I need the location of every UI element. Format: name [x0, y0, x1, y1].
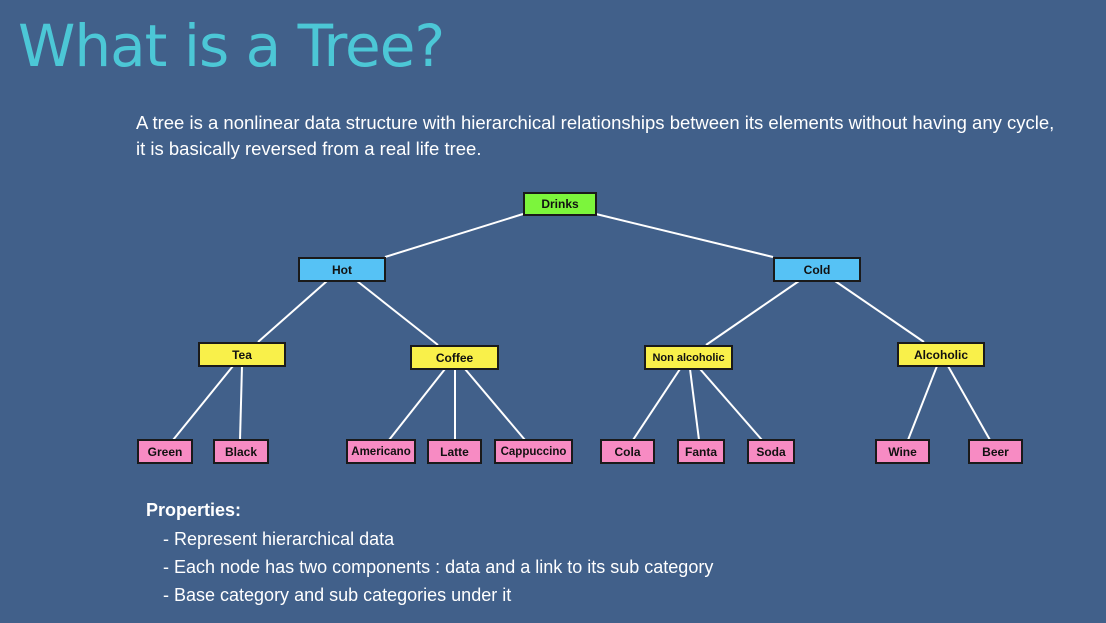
node-non-alcoholic: Non alcoholic: [644, 345, 733, 370]
leaf-americano: Americano: [346, 439, 416, 464]
node-drinks: Drinks: [523, 192, 597, 216]
property-item: - Represent hierarchical data: [163, 529, 395, 549]
edge-hot-coffee: [356, 280, 439, 346]
leaf-latte: Latte: [427, 439, 482, 464]
edge-hot-tea: [257, 280, 328, 343]
node-coffee: Coffee: [410, 345, 499, 370]
leaf-green: Green: [137, 439, 193, 464]
edge-cold-nonalcoholic: [705, 280, 800, 346]
edge-alcoholic-wine: [907, 365, 938, 441]
node-hot: Hot: [298, 257, 386, 282]
properties-heading: Properties:: [146, 500, 242, 520]
leaf-cola: Cola: [600, 439, 655, 464]
leaf-fanta: Fanta: [677, 439, 725, 464]
leaf-wine: Wine: [875, 439, 930, 464]
node-alcoholic: Alcoholic: [897, 342, 985, 367]
edge-tea-black: [239, 365, 243, 441]
edge-nonalcoholic-soda: [699, 368, 763, 441]
node-cold: Cold: [773, 257, 861, 282]
edge-coffee-cappuccino: [464, 368, 526, 441]
edge-nonalcoholic-fanta: [689, 368, 700, 441]
edge-coffee-americano: [388, 368, 446, 441]
leaf-beer: Beer: [968, 439, 1023, 464]
edge-tea-green: [172, 365, 234, 441]
edge-drinks-hot: [384, 213, 524, 258]
intro-text: A tree is a nonlinear data structure wit…: [136, 112, 1055, 159]
edge-alcoholic-beer: [947, 365, 991, 441]
edge-cold-alcoholic: [834, 280, 925, 343]
leaf-black: Black: [213, 439, 269, 464]
page-title: What is a Tree?: [18, 12, 445, 80]
node-tea: Tea: [198, 342, 286, 367]
edge-nonalcoholic-cola: [632, 368, 681, 441]
edge-drinks-cold: [595, 213, 774, 258]
leaf-cappuccino: Cappuccino: [494, 439, 573, 464]
property-item: - Each node has two components : data an…: [163, 557, 714, 577]
leaf-soda: Soda: [747, 439, 795, 464]
properties-list: - Represent hierarchical data - Each nod…: [163, 527, 713, 611]
property-item: - Base category and sub categories under…: [163, 585, 512, 605]
